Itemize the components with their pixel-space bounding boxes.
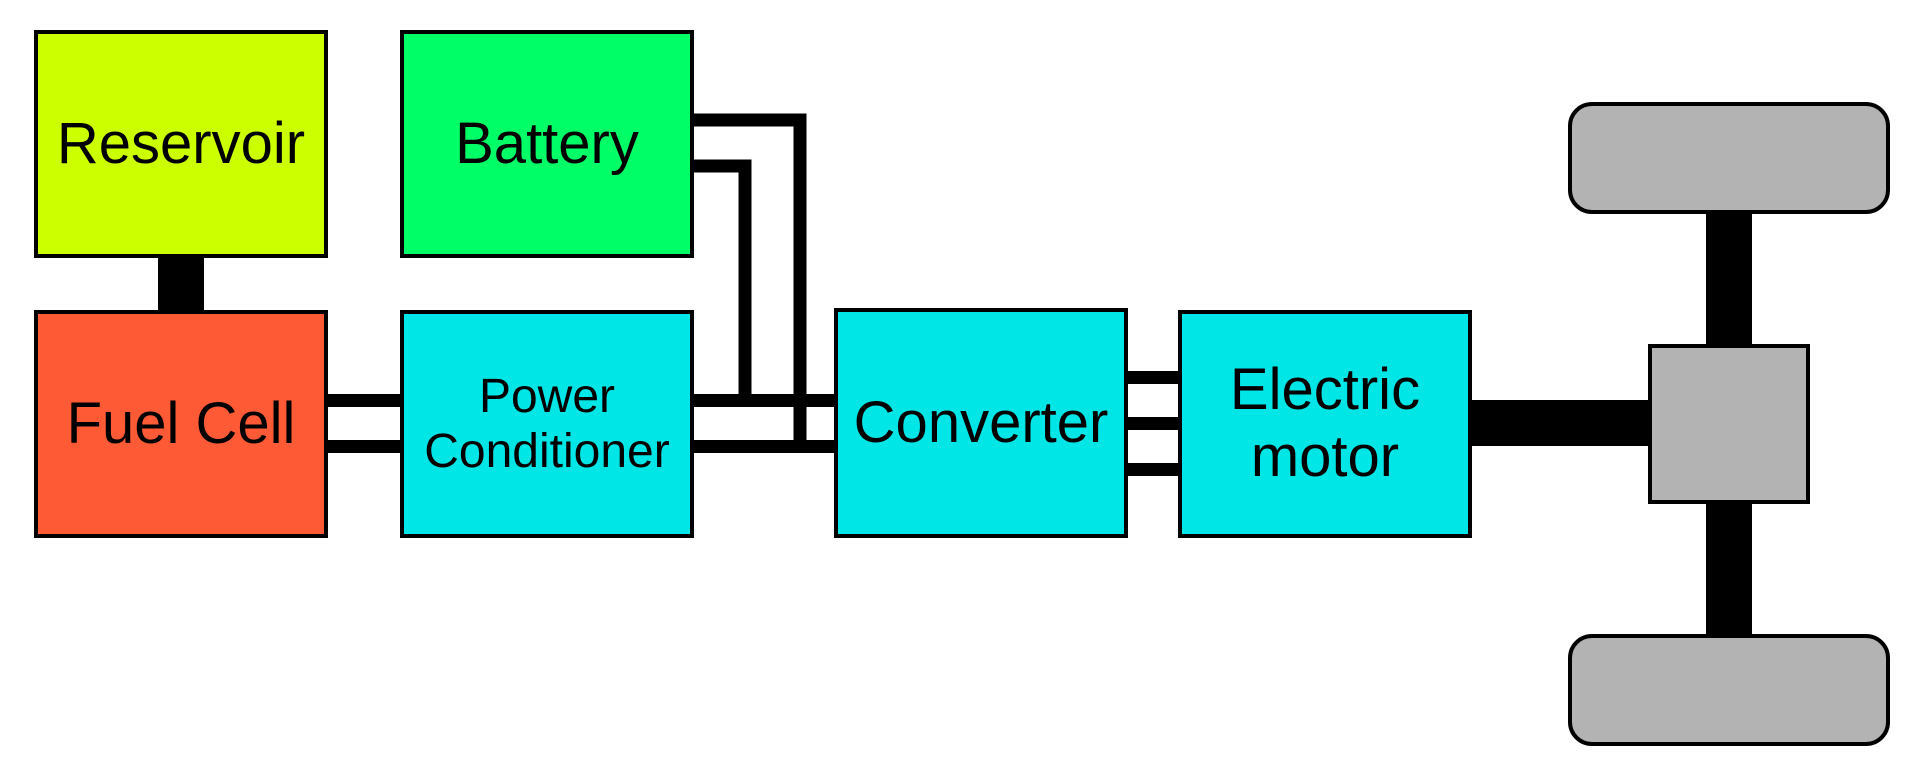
wheel-bottom-icon [1568,634,1890,746]
converter-motor-line-2 [1125,417,1181,430]
drive-shaft [1466,400,1650,446]
power-conditioner-label-line2: Conditioner [424,425,670,478]
reservoir-block: Reservoir [34,30,328,258]
reservoir-fuelcell-link [158,256,204,312]
axle-bottom [1706,500,1752,640]
converter-label: Converter [853,389,1109,455]
battery-line-inner [692,159,752,400]
fuelcell-pc-line-2 [326,440,402,453]
battery-label: Battery [455,110,639,176]
reservoir-label: Reservoir [56,110,306,176]
converter-block: Converter [834,308,1128,538]
power-conditioner-label-line1: Power [478,369,616,423]
electric-motor-label-line2: motor [1250,424,1400,489]
converter-motor-line-3 [1125,463,1181,476]
wheel-top-icon [1568,102,1890,214]
electric-motor-block: Electric motor [1178,310,1472,538]
battery-block: Battery [400,30,694,258]
power-conditioner-block: Power Conditioner [400,310,694,538]
fuel-cell-block: Fuel Cell [34,310,328,538]
differential-icon [1648,344,1810,504]
electric-motor-label-line1: Electric [1229,357,1421,423]
pc-converter-line-2 [692,440,836,453]
axle-top [1706,206,1752,346]
fuelcell-pc-line-1 [326,394,402,407]
converter-motor-line-1 [1125,371,1181,384]
fuel-cell-label: Fuel Cell [66,390,296,456]
battery-line-outer [692,113,807,446]
pc-converter-line-1 [692,394,836,407]
